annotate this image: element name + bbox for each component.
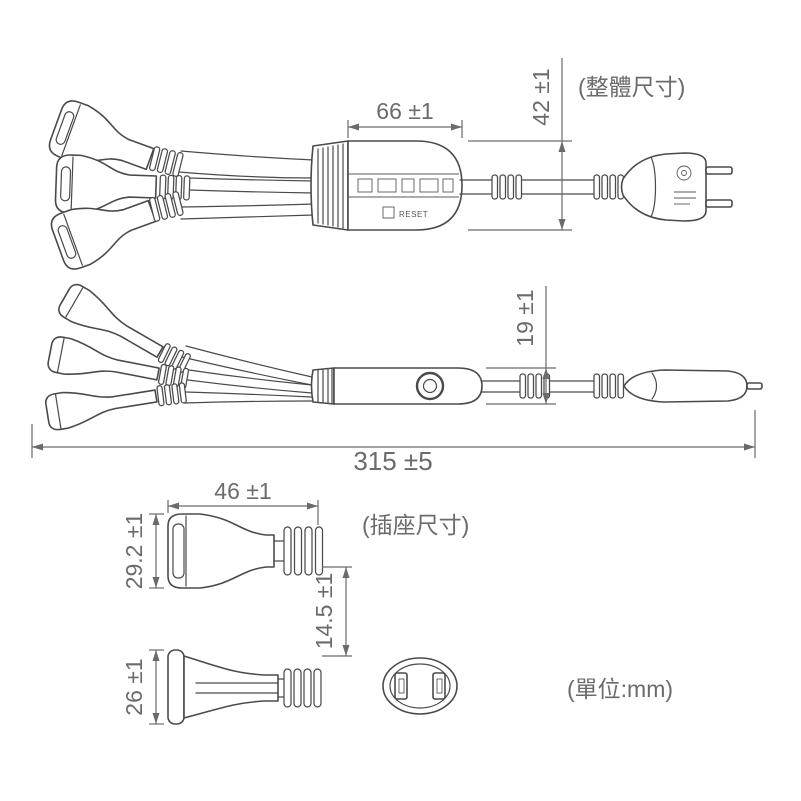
power-plug-side-view xyxy=(623,369,763,403)
dim-socket-spacing-label: 14.5 ±1 xyxy=(311,573,337,650)
dim-body-thickness: 19 ±1 xyxy=(486,286,556,405)
dim-overall-length: 315 ±5 xyxy=(31,410,756,476)
outlet-socket-3-side xyxy=(43,377,160,432)
overall-side-view: 19 ±1 315 ±5 xyxy=(31,280,763,476)
cord-to-plug-side xyxy=(481,380,595,393)
dim-socket-length: 46 ±1 xyxy=(167,478,319,525)
strain-relief xyxy=(283,668,322,708)
dim-socket-side-height: 26 ±1 xyxy=(121,649,164,725)
cord-to-plug xyxy=(459,179,595,195)
socket-body xyxy=(183,655,279,719)
reset-button xyxy=(382,206,395,219)
plug-logo-icon xyxy=(676,165,692,181)
plug-prong xyxy=(705,166,733,175)
socket-detail-side-view: 26 ±1 xyxy=(121,649,322,725)
body-rib-lines xyxy=(317,143,344,229)
reset-label: RESET xyxy=(399,210,428,219)
dim-socket-length-label: 46 ±1 xyxy=(214,478,271,504)
strain-relief xyxy=(156,382,188,407)
dim-body-length: 66 ±1 xyxy=(347,98,463,138)
control-body: RESET xyxy=(310,140,463,231)
strain-relief xyxy=(593,174,625,200)
socket-face-edge xyxy=(167,649,185,725)
plug-prong-side xyxy=(746,382,763,390)
strain-relief xyxy=(283,526,324,576)
plug-prong xyxy=(705,199,733,208)
strain-relief xyxy=(519,373,551,399)
dim-socket-height-label: 29.2 ±1 xyxy=(121,513,147,590)
dim-socket-spacing: 14.5 ±1 xyxy=(311,566,352,657)
dim-socket-height: 29.2 ±1 xyxy=(121,513,164,590)
dim-body-length-label: 66 ±1 xyxy=(376,98,433,124)
plug-slot-right xyxy=(432,672,446,700)
dim-overall-length-label: 315 ±5 xyxy=(353,446,432,476)
overall-top-view: RESET 66 ±1 42 ±1 (整體尺寸) xyxy=(45,58,733,274)
socket-bell xyxy=(167,513,275,589)
dim-body-width: 42 ±1 xyxy=(468,58,572,231)
strain-relief xyxy=(491,174,523,200)
socket-face-view xyxy=(382,657,458,715)
dim-body-thickness-label: 19 ±1 xyxy=(512,289,538,346)
cords xyxy=(181,345,313,404)
label-socket-size: (插座尺寸) xyxy=(362,512,469,538)
dim-socket-side-height-label: 26 ±1 xyxy=(121,658,147,715)
power-plug-top-view xyxy=(620,152,733,222)
strain-relief xyxy=(593,373,625,399)
label-overall-size: (整體尺寸) xyxy=(578,74,685,100)
socket-detail-top-view: 46 ±1 29.2 ±1 (插座尺寸) 14.5 ±1 xyxy=(121,478,469,657)
plug-slot-left xyxy=(394,672,408,700)
cords xyxy=(178,150,315,220)
strain-relief xyxy=(148,145,185,178)
label-unit: (單位:mm) xyxy=(567,676,673,702)
control-body-side xyxy=(310,367,483,405)
inline-button xyxy=(415,371,445,401)
certification-marks xyxy=(348,173,459,198)
dim-body-width-label: 42 ±1 xyxy=(528,68,554,125)
